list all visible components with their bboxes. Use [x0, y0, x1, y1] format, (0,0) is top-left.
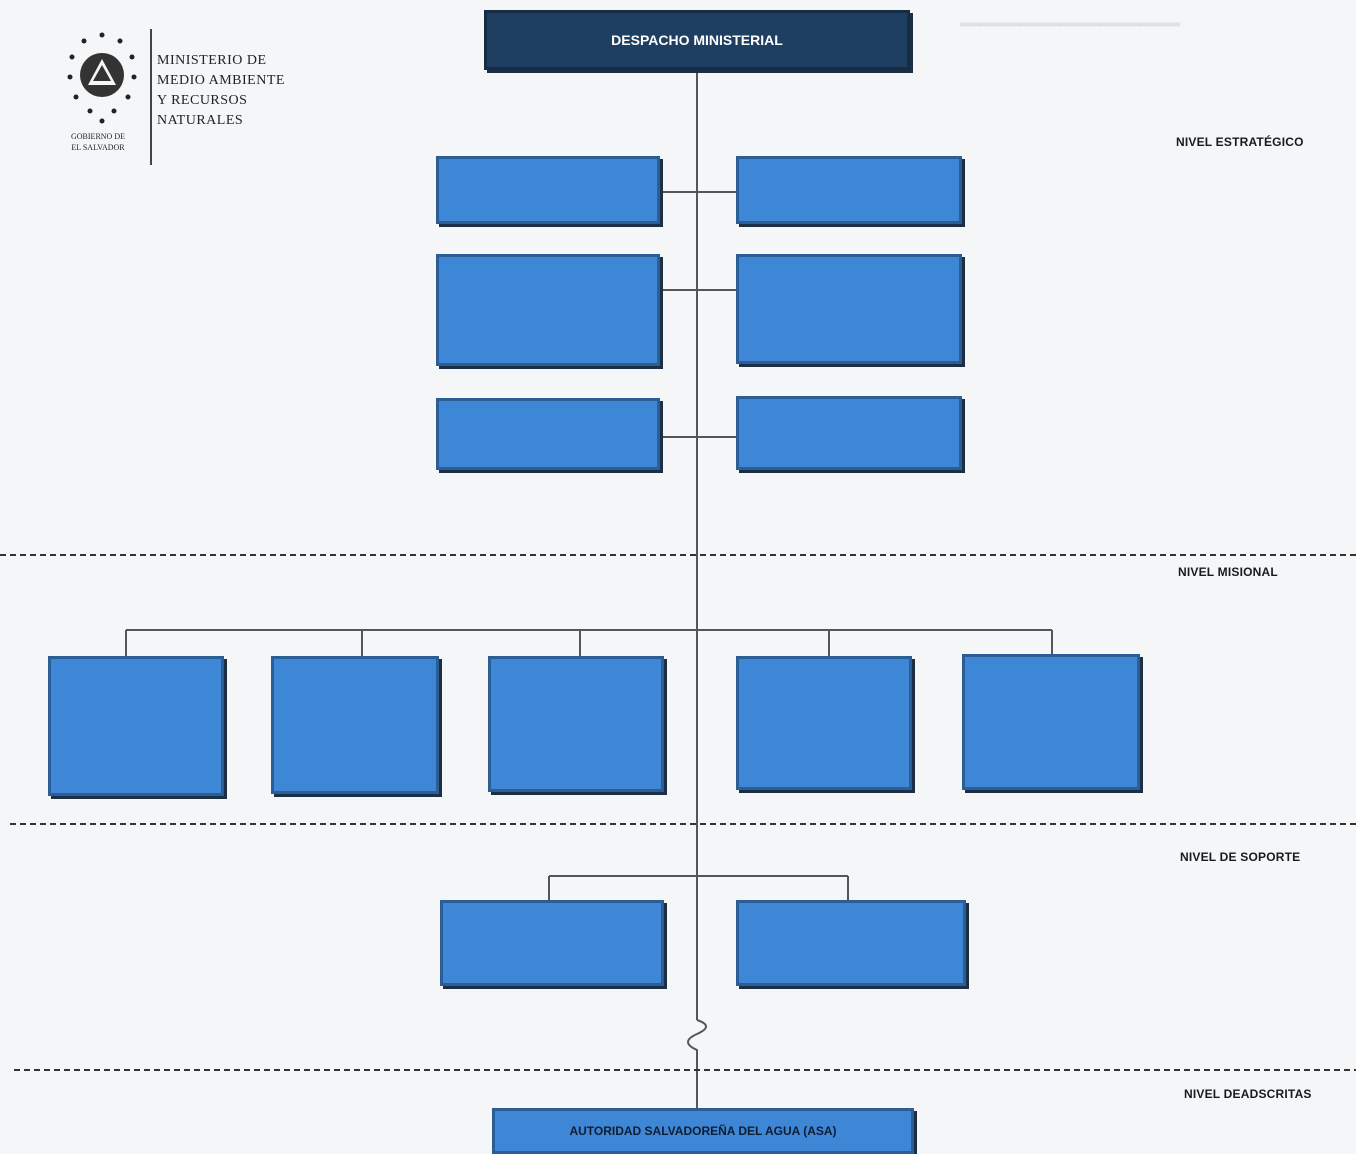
org-box-comunicaciones: [436, 398, 660, 470]
level-label-estrategico: NIVEL ESTRATÉGICO: [1176, 135, 1304, 149]
org-box-misional: [736, 656, 912, 790]
org-box-soporte: [440, 900, 664, 986]
org-box-autoridad-agua: AUTORIDAD SALVADOREÑA DEL AGUA (ASA): [492, 1108, 914, 1154]
org-box-misional: [271, 656, 439, 794]
ministry-name-line: MEDIO AMBIENTE: [157, 73, 285, 88]
government-name-line: GOBIERNO DE: [71, 132, 125, 141]
ministry-name-line: MINISTERIO DE: [157, 53, 267, 68]
org-box-planificacion: [436, 254, 660, 366]
government-name: GOBIERNO DE EL SALVADOR: [50, 131, 146, 153]
level-label-soporte: NIVEL DE SOPORTE: [1180, 850, 1301, 864]
org-box-cooperacion: [736, 254, 962, 364]
logo-divider: [150, 29, 152, 165]
org-box-misional: [488, 656, 664, 792]
org-box-despacho-ministerial: DESPACHO MINISTERIAL: [484, 10, 910, 70]
org-box-label: AUTORIDAD SALVADOREÑA DEL AGUA (ASA): [569, 1124, 837, 1138]
org-box-asesoria: [436, 156, 660, 224]
break-symbol-line: [687, 1019, 707, 1108]
org-box-juridica: [736, 156, 962, 224]
level-label-adscritas: NIVEL DEADSCRITAS: [1184, 1087, 1312, 1101]
org-box-misional: [962, 654, 1140, 790]
ministry-logo: MINISTERIO DE MEDIO AMBIENTE Y RECURSOS …: [50, 25, 310, 165]
org-box-ejecutiva: [736, 396, 962, 470]
level-label-misional: NIVEL MISIONAL: [1178, 565, 1278, 579]
government-name-line: EL SALVADOR: [71, 143, 125, 152]
ministry-name: MINISTERIO DE MEDIO AMBIENTE Y RECURSOS …: [157, 51, 285, 131]
org-box-soporte: [736, 900, 966, 986]
org-box-label: DESPACHO MINISTERIAL: [611, 32, 783, 48]
org-box-misional: [48, 656, 224, 796]
national-seal-icon: [67, 32, 137, 124]
ministry-name-line: Y RECURSOS: [157, 93, 248, 108]
ministry-name-line: NATURALES: [157, 113, 244, 128]
